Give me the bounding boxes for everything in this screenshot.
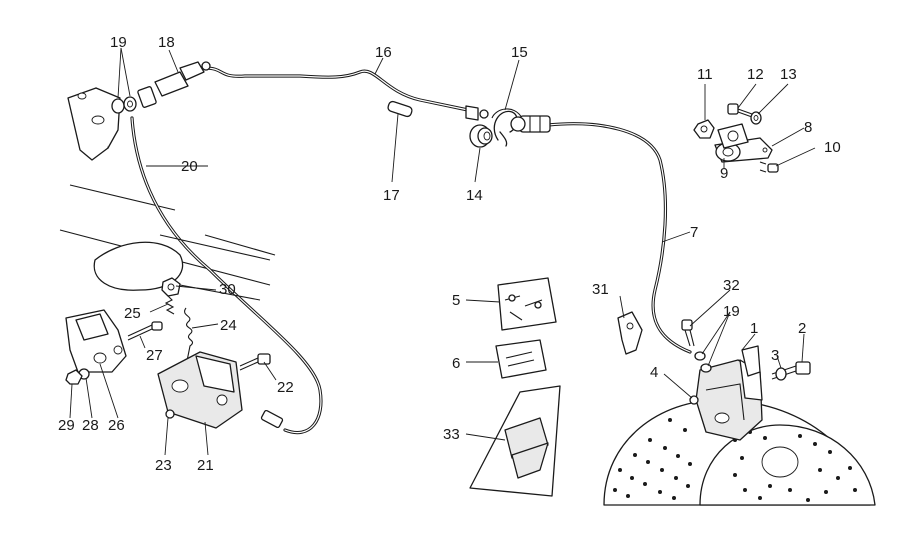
callout-labels: 19 18 16 15 11 12 13 8 10 9 20 17 14 7 3… (58, 34, 841, 474)
front-brake-disc (603, 399, 876, 506)
callout-32: 32 (723, 277, 740, 294)
rear-brake-caliper (157, 351, 243, 429)
spring-25 (164, 295, 175, 315)
grommet-9 (717, 123, 749, 149)
callout-3: 3 (771, 347, 779, 364)
callout-6: 6 (452, 355, 460, 372)
callout-2: 2 (798, 320, 806, 337)
callout-17: 17 (383, 187, 400, 204)
screw-12 (727, 103, 753, 118)
callout-21: 21 (197, 457, 214, 474)
front-brake-caliper (695, 345, 763, 441)
callout-31: 31 (592, 281, 609, 298)
rear-bracket-26 (65, 309, 127, 373)
hose-fitting-left (465, 105, 489, 121)
callout-28: 28 (82, 417, 99, 434)
callout-16: 16 (375, 44, 392, 61)
callout-14: 14 (466, 187, 483, 204)
washer-13 (750, 111, 762, 125)
callout-18: 18 (158, 34, 175, 51)
callout-33: 33 (443, 426, 460, 443)
callout-26: 26 (108, 417, 125, 434)
nut-11 (693, 119, 715, 139)
callout-1: 1 (750, 320, 758, 337)
nut-29 (65, 369, 83, 385)
callout-29: 29 (58, 417, 75, 434)
hose-guide-31 (617, 311, 643, 355)
washer-19-left (111, 96, 137, 114)
pad-pin-kit-5 (497, 277, 557, 331)
banjo-fitting-front (510, 115, 551, 133)
brake-hose-front (546, 122, 692, 354)
washer-3 (775, 367, 787, 381)
washers-19-right (694, 351, 712, 373)
callout-22: 22 (277, 379, 294, 396)
callout-15: 15 (511, 44, 528, 61)
callout-23: 23 (155, 457, 172, 474)
pressure-switch-18 (137, 61, 211, 108)
brake-hose-upper (203, 66, 470, 112)
callout-19-top: 19 (110, 34, 127, 51)
return-spring-24 (184, 307, 194, 367)
leader-lines (69, 47, 816, 456)
master-cylinder-bracket (67, 87, 121, 161)
hose-sleeve-17 (387, 100, 413, 118)
callout-12: 12 (747, 66, 764, 83)
screw-27 (127, 321, 163, 341)
callout-30: 30 (219, 281, 236, 298)
callout-25: 25 (124, 305, 141, 322)
grommet-14 (469, 124, 493, 148)
spring-pin-30 (161, 277, 181, 297)
bolt-22 (239, 353, 271, 371)
callout-5: 5 (452, 292, 460, 309)
callout-10: 10 (824, 139, 841, 156)
callout-13: 13 (780, 66, 797, 83)
callout-24: 24 (220, 317, 237, 334)
callout-4: 4 (650, 364, 658, 381)
screw-10 (759, 161, 779, 173)
callout-8: 8 (804, 119, 812, 136)
rear-hose-fitting (260, 409, 284, 429)
callout-9: 9 (720, 165, 728, 182)
callout-19-bottom: 19 (723, 303, 740, 320)
banjo-bolt-32 (681, 319, 695, 347)
brake-hose-rear (130, 116, 323, 435)
callout-7: 7 (690, 224, 698, 241)
callout-11: 11 (697, 66, 713, 83)
brake-pads-kit-33 (469, 385, 561, 497)
callout-27: 27 (146, 347, 163, 364)
callout-20: 20 (181, 158, 198, 175)
pad-spring-kit-6 (495, 339, 547, 379)
